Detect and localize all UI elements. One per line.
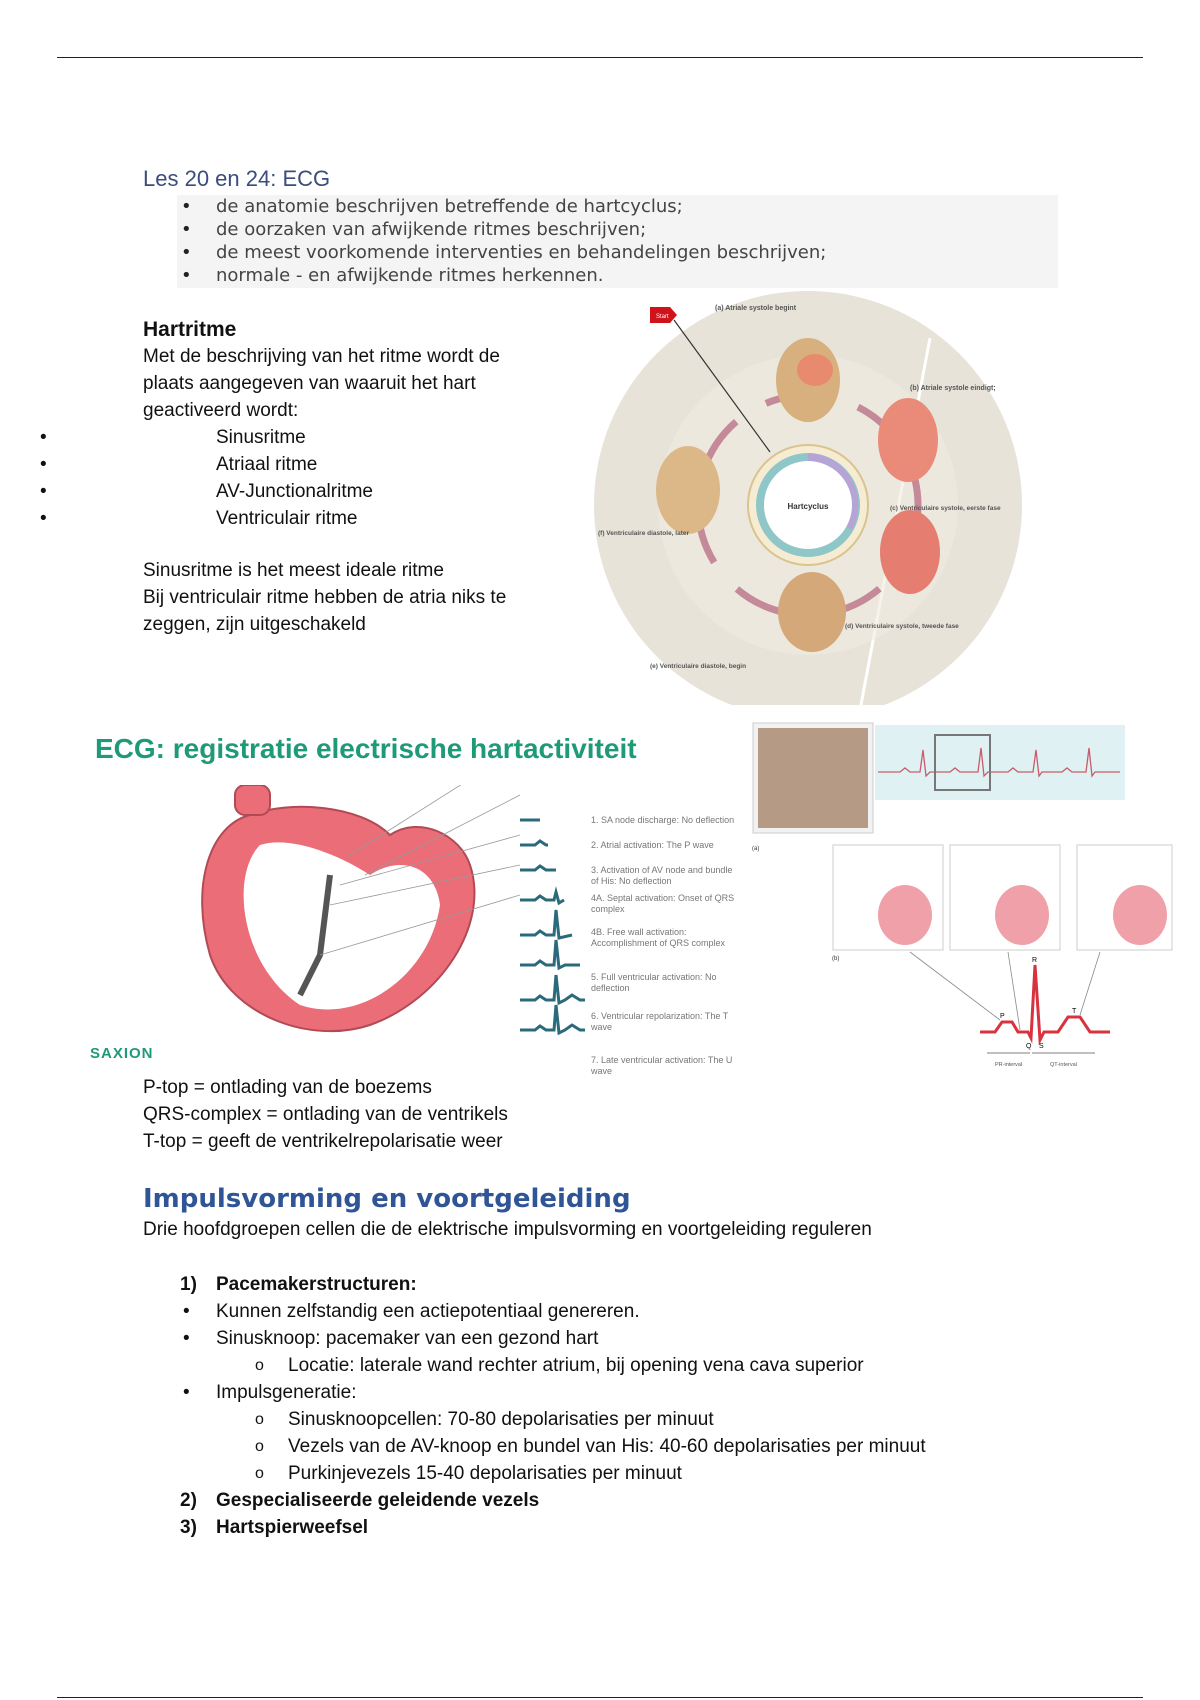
start-label: Start [656, 314, 669, 320]
impuls-heading: Impulsvorming en voortgeleiding [143, 1184, 631, 1214]
group-item: 3) Hartspierweefsel [143, 1514, 1043, 1541]
paragraph: geactiveerd wordt: [143, 400, 299, 421]
ecg-step-strip [520, 974, 585, 1006]
group-label: Gespecialiseerde geleidende vezels [216, 1490, 540, 1511]
impuls-intro: Drie hoofdgroepen cellen die de elektris… [143, 1219, 872, 1240]
stage-label: (e) Ventriculaire diastole, begin [650, 663, 746, 670]
explanation-line: T-top = geeft de ventrikelrepolarisatie … [143, 1131, 503, 1152]
list-number: 3) [180, 1517, 197, 1538]
header-rule [57, 57, 1143, 58]
r-wave-label: R [1032, 957, 1037, 964]
heart-panels [832, 844, 1173, 951]
stage-label: (f) Ventriculaire diastole, later [598, 530, 689, 537]
saxion-logo: SAXION [90, 1045, 154, 1062]
hartritme-heading: Hartritme [143, 318, 237, 341]
ecg-step-labels: 1. SA node discharge: No deflection 2. At… [591, 815, 751, 1076]
ecg-step-label: 6. Ventricular repolarization: The T wav… [591, 1011, 729, 1032]
paragraph: Met de beschrijving van het ritme wordt … [143, 346, 500, 367]
group-item: 1) Pacemakerstructuren: [143, 1271, 1043, 1298]
goal-item: de anatomie beschrijven betreffende de h… [177, 195, 1058, 218]
list-number: 2) [180, 1490, 197, 1511]
ecg-complex [980, 964, 1110, 1046]
rhythm-item: Atriaal ritme [0, 451, 593, 478]
ecg-recording-figure: (a) (b) P R Q S T PR-interval QT-interva… [752, 722, 1173, 1068]
ecg-step-strip [520, 939, 580, 971]
sub-item: Purkinjevezels 15-40 depolarisaties per … [143, 1460, 1043, 1487]
rhythm-item: Sinusritme [0, 424, 593, 451]
learning-goals: de anatomie beschrijven betreffende de h… [177, 195, 1058, 288]
ecg-step-strip [520, 839, 548, 847]
stage-label: (d) Ventriculaire systole, tweede fase [845, 623, 959, 630]
ecg-step-strip [520, 909, 573, 940]
impuls-list: 1) Pacemakerstructuren: Kunnen zelfstandi… [143, 1271, 1043, 1541]
ecg-step-label: 7. Late ventricular activation: The U wa… [591, 1055, 733, 1076]
stage-label: (a) Atriale systole begint [715, 305, 797, 312]
s-wave-label: S [1039, 1043, 1044, 1050]
ecg-step-strip [520, 1004, 585, 1036]
t-wave-label: T [1072, 1008, 1077, 1015]
group-label: Pacemakerstructuren: [216, 1274, 417, 1295]
rhythm-item: Ventriculair ritme [0, 505, 593, 532]
heart-illustration [656, 338, 940, 652]
ecg-step-strips [520, 818, 585, 1036]
bullet-item: Kunnen zelfstandig een actiepotentiaal g… [143, 1298, 1043, 1325]
goal-item: de meest voorkomende interventies en beh… [177, 241, 1058, 264]
heart-conduction-illustration [201, 785, 520, 1033]
p-wave-label: P [1000, 1013, 1005, 1020]
heart-cycle-figure: Hartcyclus Start (a) Atriale systole beg… [594, 291, 1022, 705]
stage-label: (b) Atriale systole eindigt; [910, 385, 996, 392]
ecg-explanations: P-top = ontlading van de boezems QRS-com… [143, 1074, 508, 1155]
ecg-step-strip [520, 886, 565, 906]
stage-label: (c) Ventriculaire systole, eerste fase [890, 505, 1001, 512]
sub-item: Sinusknoopcellen: 70-80 depolarisaties p… [143, 1406, 1043, 1433]
paragraph: Sinusritme is het meest ideale ritme [143, 560, 444, 581]
pr-interval-label: PR-interval [995, 1062, 1022, 1068]
panel-label: (a) [752, 846, 759, 852]
paragraph: plaats aangegeven van waaruit het hart [143, 373, 476, 394]
explanation-line: QRS-complex = ontlading van de ventrikel… [143, 1104, 508, 1125]
cycle-center [764, 461, 852, 549]
footer-rule [57, 1697, 1143, 1698]
q-wave-label: Q [1026, 1043, 1032, 1050]
ecg-title: ECG: registratie electrische hartactivit… [95, 733, 637, 764]
group-item: 2) Gespecialiseerde geleidende vezels [143, 1487, 1043, 1514]
sub-item: Locatie: laterale wand rechter atrium, b… [143, 1352, 1043, 1379]
ecg-step-label: 4B. Free wall activation: Accomplishment… [591, 927, 726, 948]
ecg-step-label: 1. SA node discharge: No deflection [591, 815, 735, 825]
group-label: Hartspierweefsel [216, 1517, 369, 1538]
goal-item: normale - en afwijkende ritmes herkennen… [177, 264, 1058, 287]
panel-label: (b) [832, 956, 839, 962]
bullet-item: Impulsgeneratie: [143, 1379, 1043, 1406]
hartritme-section: Hartritme Met de beschrijving van het ri… [40, 316, 593, 638]
paragraph: Bij ventriculair ritme hebben de atria n… [143, 587, 507, 608]
ecg-step-label: 4A. Septal activation: Onset of QRS comp… [591, 893, 735, 914]
ecg-step-strip [520, 864, 556, 872]
cycle-center-label: Hartcyclus [788, 502, 829, 511]
ecg-step-label: 2. Atrial activation: The P wave [591, 840, 714, 850]
sub-item: Vezels van de AV-knoop en bundel van His… [143, 1433, 1043, 1460]
goal-item: de oorzaken van afwijkende ritmes beschr… [177, 218, 1058, 241]
start-arrow-icon [650, 307, 677, 323]
ecg-trace [878, 747, 1120, 778]
rhythm-item: AV-Junctionalritme [0, 478, 593, 505]
ecg-paper [875, 725, 1125, 800]
lesson-title: Les 20 en 24: ECG [143, 166, 331, 191]
ecg-step-label: 5. Full ventricular activation: No defle… [591, 972, 717, 993]
paragraph: zeggen, zijn uitgeschakeld [143, 614, 366, 635]
qt-interval-label: QT-interval [1050, 1062, 1077, 1068]
ecg-step-label: 3. Activation of AV node and bundle of H… [591, 865, 733, 886]
list-number: 1) [180, 1274, 197, 1295]
explanation-line: P-top = ontlading van de boezems [143, 1077, 432, 1098]
bullet-item: Sinusknoop: pacemaker van een gezond har… [143, 1325, 1043, 1352]
